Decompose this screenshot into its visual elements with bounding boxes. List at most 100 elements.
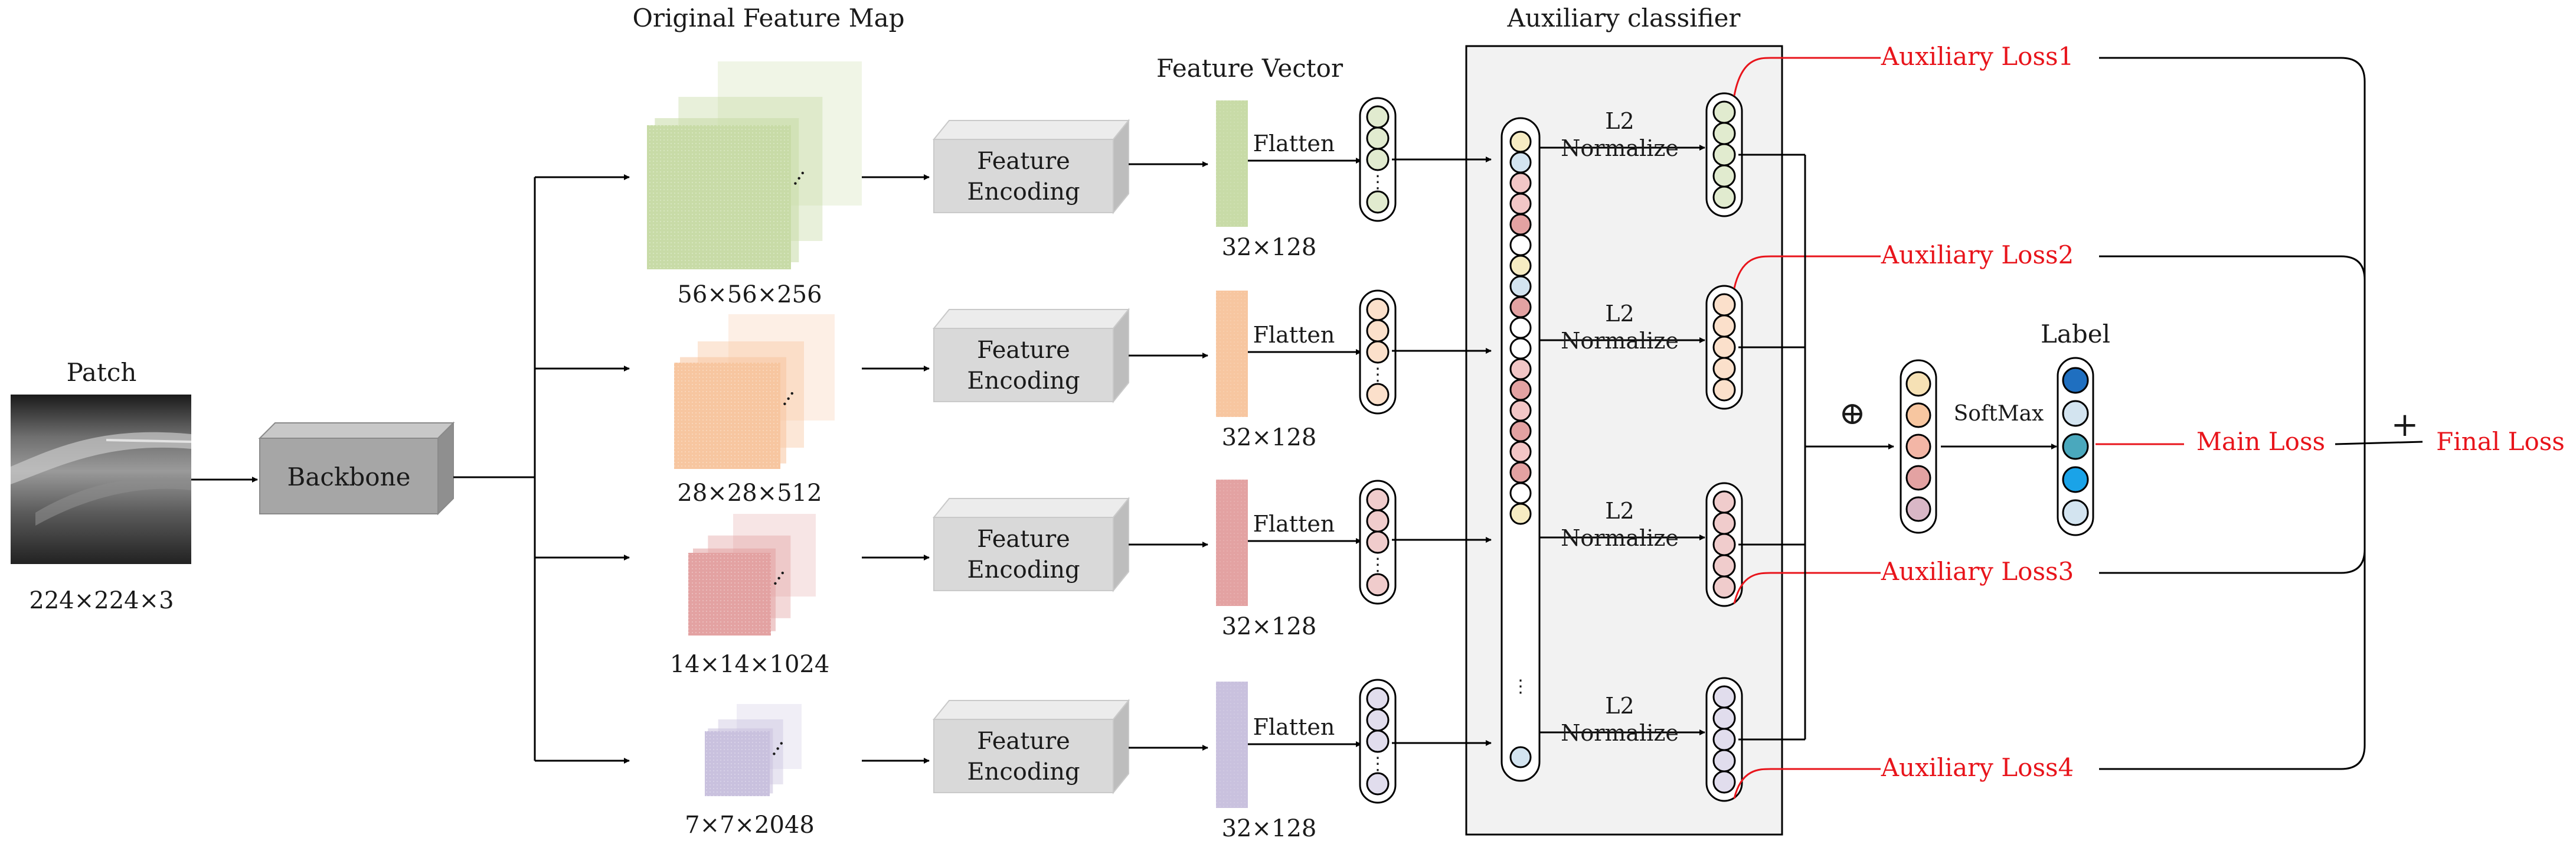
vector-node	[1712, 185, 1736, 209]
patch-image	[11, 395, 192, 564]
vector-node	[1712, 511, 1736, 535]
main-loss-label: Main Loss	[2196, 427, 2325, 456]
vector-node	[1366, 340, 1390, 364]
l2-normalize-label: Normalize	[1561, 720, 1679, 746]
feature-vector-size: 32×128	[1222, 234, 1317, 261]
vector-node	[1509, 461, 1532, 484]
feature-vector-size: 32×128	[1222, 424, 1317, 451]
vector-column	[1705, 677, 1743, 802]
l2-normalize-label: Normalize	[1561, 525, 1679, 551]
vector-node	[1366, 729, 1390, 753]
branch-1: ···56×56×256FeatureEncoding32×128Flatten…	[647, 42, 2074, 308]
vector-node	[1509, 151, 1532, 174]
flatten-label: Flatten	[1253, 511, 1335, 537]
vector-node	[1366, 530, 1390, 554]
flatten-label: Flatten	[1253, 322, 1335, 348]
merge-lines	[1738, 154, 1894, 741]
vector-node	[1712, 357, 1736, 380]
vector-node	[1712, 533, 1736, 556]
vector-node	[1712, 770, 1736, 794]
aux-loss-label: Auxiliary Loss1	[1881, 42, 2074, 71]
loss-combination-lines	[2099, 57, 2423, 770]
vector-node	[1509, 317, 1532, 339]
backbone-label: Backbone	[287, 462, 411, 491]
feature-encoding-label: Feature	[977, 728, 1070, 755]
vector-node	[1712, 100, 1736, 124]
vector-node	[1509, 482, 1532, 504]
l2-normalize-label: L2	[1605, 108, 1634, 134]
feature-encoding-label: Feature	[977, 526, 1070, 553]
ellipsis-icon: ⋮	[1369, 364, 1387, 385]
vector-node	[1712, 490, 1736, 514]
feature-map-size: 7×7×2048	[685, 812, 815, 839]
label-column	[2057, 357, 2094, 536]
vector-node	[1509, 172, 1532, 194]
vector-node	[1366, 573, 1390, 597]
vector-node	[1509, 337, 1532, 360]
vector-node	[1509, 441, 1532, 463]
vector-node	[1366, 687, 1390, 711]
flatten-label: Flatten	[1253, 714, 1335, 740]
aux-loss-connector	[1733, 57, 1881, 96]
aux-loss-label: Auxiliary Loss4	[1881, 753, 2074, 782]
vector-node	[1712, 554, 1736, 578]
vector-node	[1712, 335, 1736, 359]
vector-node	[1509, 503, 1532, 525]
vector-node	[1509, 213, 1532, 236]
feature-encoding-label: Encoding	[967, 758, 1080, 786]
feature-encoding-label: Feature	[977, 337, 1070, 364]
feature-encoding-label: Feature	[977, 148, 1070, 175]
branch-3: ···14×14×1024FeatureEncoding32×128Flatte…	[670, 480, 2074, 678]
aux-loss-connector	[1733, 255, 1881, 289]
vector-node	[1366, 509, 1390, 533]
concatenated-feature-column: ⋮	[1501, 117, 1541, 782]
vector-node	[1712, 685, 1736, 709]
label-title: Label	[2041, 320, 2110, 348]
vector-node	[1712, 706, 1736, 730]
l2-normalize-label: L2	[1605, 498, 1634, 524]
merged-feature-column	[1900, 359, 1937, 534]
feature-map-stack: ···	[705, 704, 802, 796]
vector-node	[1905, 434, 1931, 460]
feature-map-stack: ···	[688, 514, 816, 636]
vector-node	[1366, 126, 1390, 150]
vector-column: ⋮	[1359, 480, 1397, 605]
feature-map-stack: ···	[647, 61, 862, 269]
l2-normalize-label: Normalize	[1561, 135, 1679, 161]
vector-node	[1712, 378, 1736, 402]
final-loss-label: Final Loss	[2436, 427, 2565, 456]
vector-node	[1509, 296, 1532, 318]
vector-node	[1366, 772, 1390, 796]
vector-node	[1712, 164, 1736, 188]
feature-encoding-label: Encoding	[967, 367, 1080, 395]
vector-node	[1366, 105, 1390, 129]
vector-node	[1509, 193, 1532, 215]
concat-symbol: ⊕	[1839, 395, 1865, 432]
vector-node	[1905, 371, 1931, 397]
feature-map-size: 28×28×512	[677, 480, 822, 507]
feature-encoding-label: Encoding	[967, 178, 1080, 206]
vector-node	[1509, 358, 1532, 380]
vector-column: ⋮	[1359, 97, 1397, 222]
feature-map-stack: ···	[674, 314, 835, 469]
backbone-box	[258, 421, 455, 516]
l2-normalize-label: L2	[1605, 693, 1634, 719]
flatten-label: Flatten	[1253, 131, 1335, 157]
l2-normalize-label: L2	[1605, 301, 1634, 327]
feature-vector-title: Feature Vector	[1156, 54, 1343, 83]
aux-loss-label: Auxiliary Loss2	[1881, 240, 2074, 269]
vector-node	[1712, 122, 1736, 145]
vector-node	[1509, 746, 1532, 768]
vector-node	[1712, 314, 1736, 338]
vector-node	[1509, 255, 1532, 277]
vector-node	[1509, 234, 1532, 256]
vector-column	[1705, 482, 1743, 607]
softmax-label: SoftMax	[1954, 402, 2044, 426]
l2-normalize-label: Normalize	[1561, 328, 1679, 354]
aux-loss-label: Auxiliary Loss3	[1881, 557, 2074, 586]
vector-column	[1705, 285, 1743, 410]
feature-encoding-label: Encoding	[967, 556, 1080, 584]
